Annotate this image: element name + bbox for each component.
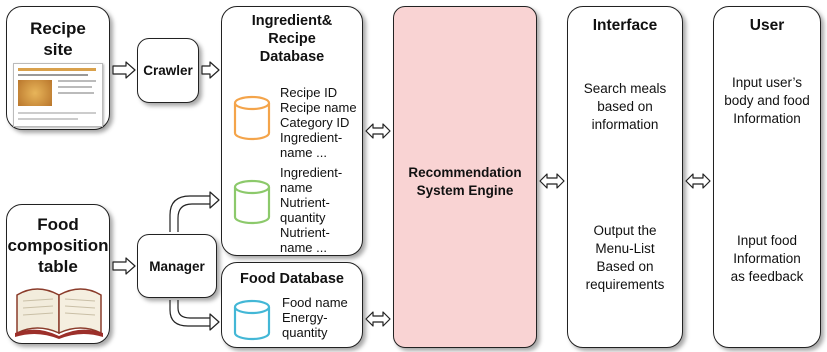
nutrient-field-4: quantity (280, 210, 326, 225)
ingredient-recipe-database-box: Ingredient& Recipe Database Recipe ID Re… (221, 6, 363, 256)
engine-line1: Recommendation (408, 165, 522, 180)
arrow-recipe-to-crawler (112, 61, 136, 79)
ingredient-name-field-b: name ... (280, 145, 327, 160)
recipe-site-title-line2: site (43, 40, 73, 59)
nutrient-field-2: name (280, 180, 313, 195)
interface-top-line2: based on (597, 99, 653, 114)
manager-box: Manager (137, 234, 217, 298)
user-top-line3: Information (733, 111, 801, 126)
energy-field-a: Energy- (282, 310, 328, 325)
nutrient-field-6: name ... (280, 240, 327, 255)
interface-top-line3: information (591, 117, 659, 132)
user-bottom-line3: as feedback (730, 269, 804, 284)
food-composition-line1: Food (37, 215, 79, 234)
user-top-line1: Input user’s (731, 75, 803, 90)
biarrow-ingredient-db-engine (365, 123, 391, 139)
recipe-site-screenshot (13, 63, 103, 127)
engine-line2: System Engine (416, 183, 514, 198)
recipe-site-box: Recipe site (6, 6, 110, 130)
interface-bottom-line3: Based on (596, 259, 654, 274)
food-name-field: Food name (282, 295, 348, 310)
biarrow-food-db-engine (365, 311, 391, 327)
nutrient-field-5: Nutrient- (280, 225, 330, 240)
recommendation-engine-box: Recommendation System Engine (393, 6, 537, 348)
ingredient-db-title-line2: Recipe (268, 31, 316, 47)
interface-bottom-line2: Menu-List (595, 241, 655, 256)
curve-manager-to-food-db-outer (169, 300, 210, 327)
curve-manager-to-ingredient-db-inner (177, 203, 210, 232)
nutrient-field-3: Nutrient- (280, 195, 330, 210)
arrow-crawler-to-ingredient-db (201, 61, 220, 79)
food-database-box: Food Database Food name Energy- quantity (221, 262, 363, 348)
crawler-box: Crawler (137, 38, 199, 103)
recipe-name-field: Recipe name (280, 100, 357, 115)
ingredient-name-field-a: Ingredient- (280, 130, 343, 145)
crawler-label: Crawler (143, 63, 193, 78)
biarrow-interface-user (685, 173, 711, 189)
user-bottom-line2: Information (733, 251, 801, 266)
interface-top-line1: Search meals (583, 81, 667, 96)
blue-database-icon (233, 299, 271, 341)
open-book-icon (15, 288, 103, 339)
arrowhead-manager-to-ingredient-db (209, 191, 220, 209)
food-composition-line2: composition (7, 236, 109, 255)
recipe-id-field: Recipe ID (280, 85, 338, 100)
interface-bottom-line1: Output the (593, 223, 657, 238)
arrowhead-manager-to-food-db (209, 313, 220, 331)
green-database-icon (233, 179, 271, 225)
energy-field-b: quantity (282, 325, 328, 340)
food-composition-box: Food composition table (6, 204, 110, 344)
user-top-line2: body and food (724, 93, 810, 108)
curve-manager-to-food-db-inner (177, 300, 210, 319)
orange-database-icon (233, 95, 271, 141)
nutrient-field-1: Ingredient- (280, 165, 343, 180)
curve-manager-to-ingredient-db-outer (169, 195, 210, 232)
ingredient-db-title-line1: Ingredient& (251, 13, 333, 29)
interface-box: Interface Search meals based on informat… (567, 6, 683, 348)
food-composition-line3: table (38, 257, 78, 276)
arrow-food-table-to-manager (112, 257, 136, 275)
food-db-title: Food Database (240, 271, 344, 287)
user-title: User (749, 17, 785, 34)
category-id-field: Category ID (280, 115, 350, 130)
user-bottom-line1: Input food (736, 233, 798, 248)
ingredient-db-title-line3: Database (259, 49, 325, 65)
biarrow-engine-interface (539, 173, 565, 189)
user-box: User Input user’s body and food Informat… (713, 6, 821, 348)
manager-label: Manager (149, 259, 205, 274)
recipe-site-title-line1: Recipe (30, 19, 86, 38)
interface-title: Interface (592, 17, 658, 34)
interface-bottom-line4: requirements (585, 277, 665, 292)
